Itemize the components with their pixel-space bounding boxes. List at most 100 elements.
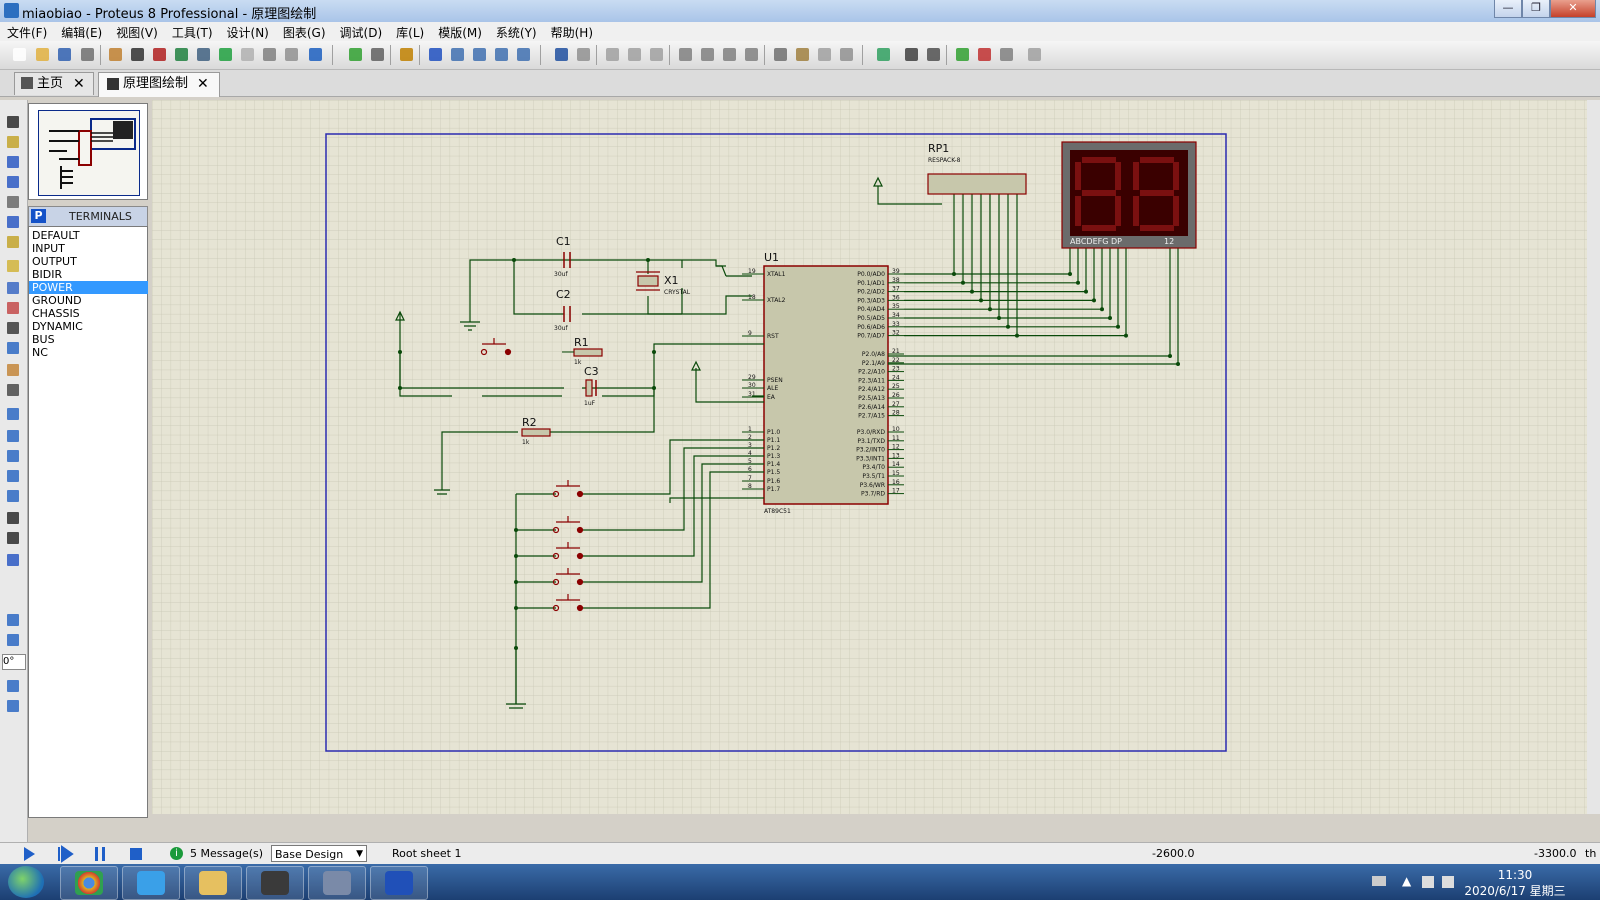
terminal-power[interactable]: POWER <box>29 281 148 294</box>
import-icon[interactable] <box>78 45 97 64</box>
subcircuit-mode-icon[interactable] <box>5 234 22 250</box>
packaging-tool-icon[interactable] <box>815 45 834 64</box>
terminal-ground[interactable]: GROUND <box>32 294 82 307</box>
help-icon[interactable] <box>306 45 325 64</box>
volume-icon[interactable] <box>1422 876 1434 888</box>
keyboard-icon[interactable] <box>1372 876 1386 886</box>
menu-library[interactable]: 库(L) <box>396 26 425 40</box>
open-folder-icon[interactable] <box>33 45 52 64</box>
minimize-button[interactable]: — <box>1494 0 1522 18</box>
play-button[interactable] <box>20 845 38 863</box>
clock[interactable]: 11:30 2020/6/17 星期三 <box>1460 867 1570 899</box>
symbol-mode-icon[interactable] <box>5 530 22 546</box>
property-assignment-icon[interactable] <box>924 45 943 64</box>
origin-icon[interactable] <box>397 45 416 64</box>
bus-mode-icon[interactable] <box>5 214 22 230</box>
terminal-bus[interactable]: BUS <box>32 333 55 346</box>
stop-button[interactable] <box>127 845 145 863</box>
circle-mode-icon[interactable] <box>5 448 22 464</box>
save-icon[interactable] <box>55 45 74 64</box>
gerber-icon[interactable] <box>172 45 191 64</box>
mirror-x-icon[interactable] <box>5 678 22 694</box>
exit-to-parent-icon[interactable] <box>997 45 1016 64</box>
bom-icon[interactable] <box>216 45 235 64</box>
start-button[interactable] <box>8 866 44 898</box>
design-variant-select[interactable]: Base Design ▼ <box>271 845 367 862</box>
wire-label-mode-icon[interactable] <box>5 174 22 190</box>
component-mode-icon[interactable] <box>5 134 22 150</box>
refresh-icon[interactable] <box>346 45 365 64</box>
undo-icon[interactable] <box>552 45 571 64</box>
virtual-instruments-icon[interactable] <box>5 382 22 398</box>
taskbar-proteus[interactable] <box>308 866 366 900</box>
step-button[interactable] <box>56 845 74 863</box>
make-device-icon[interactable] <box>793 45 812 64</box>
voltage-probe-icon[interactable] <box>5 362 22 378</box>
taskbar-chrome[interactable] <box>60 866 118 900</box>
tab-schematic[interactable]: 原理图绘制 ✕ <box>98 72 220 97</box>
zoom-in-icon[interactable] <box>448 45 467 64</box>
new-file-icon[interactable] <box>10 45 29 64</box>
remove-sheet-icon[interactable] <box>975 45 994 64</box>
design-explorer-icon[interactable] <box>238 45 257 64</box>
home-icon[interactable] <box>106 45 125 64</box>
cut-icon[interactable] <box>603 45 622 64</box>
terminals-mode-icon[interactable] <box>5 258 22 274</box>
taskbar-keil[interactable] <box>370 866 428 900</box>
line-mode-icon[interactable] <box>5 406 22 422</box>
netlist-icon[interactable] <box>1025 45 1044 64</box>
path-mode-icon[interactable] <box>5 488 22 504</box>
rotate-clockwise-icon[interactable] <box>5 612 22 628</box>
vertical-scrollbar[interactable] <box>1587 100 1600 814</box>
pick-button[interactable]: P <box>31 209 46 223</box>
terminal-output[interactable]: OUTPUT <box>32 255 77 268</box>
menu-system[interactable]: 系统(Y) <box>495 26 537 40</box>
3d-view-icon[interactable] <box>194 45 213 64</box>
taskbar-media[interactable] <box>246 866 304 900</box>
block-delete-icon[interactable] <box>742 45 761 64</box>
maximize-button[interactable]: ❐ <box>1522 0 1550 18</box>
menu-debug[interactable]: 调试(D) <box>339 26 383 40</box>
taskbar-ie[interactable] <box>122 866 180 900</box>
terminal-bidir[interactable]: BIDIR <box>32 268 63 281</box>
notes-icon[interactable] <box>260 45 279 64</box>
zoom-all-icon[interactable] <box>492 45 511 64</box>
rotate-anticlockwise-icon[interactable] <box>5 632 22 648</box>
text-script-mode-icon[interactable] <box>5 194 22 210</box>
grid-icon[interactable] <box>368 45 387 64</box>
pcb-layout-icon[interactable] <box>150 45 169 64</box>
menu-tools[interactable]: 工具(T) <box>171 26 213 40</box>
overview-window[interactable] <box>28 103 148 200</box>
graph-mode-icon[interactable] <box>5 300 22 316</box>
decompose-icon[interactable] <box>837 45 856 64</box>
tape-recorder-mode-icon[interactable] <box>5 320 22 336</box>
mirror-y-icon[interactable] <box>5 698 22 714</box>
terminal-chassis[interactable]: CHASSIS <box>32 307 80 320</box>
pick-device-icon[interactable] <box>771 45 790 64</box>
block-copy-icon[interactable] <box>676 45 695 64</box>
junction-mode-icon[interactable] <box>5 154 22 170</box>
box-mode-icon[interactable] <box>5 428 22 444</box>
messages-count[interactable]: 5 Message(s) <box>190 847 264 860</box>
device-pins-mode-icon[interactable] <box>5 280 22 296</box>
schematic-icon[interactable] <box>128 45 147 64</box>
tab-home[interactable]: 主页 ✕ <box>14 72 94 95</box>
marker-mode-icon[interactable] <box>5 552 22 568</box>
menu-edit[interactable]: 编辑(E) <box>61 26 103 40</box>
close-icon[interactable]: ✕ <box>73 76 85 92</box>
zoom-out-icon[interactable] <box>470 45 489 64</box>
new-sheet-icon[interactable] <box>953 45 972 64</box>
block-rotate-icon[interactable] <box>720 45 739 64</box>
tray-expand-icon[interactable]: ▲ <box>1402 874 1412 888</box>
paste-icon[interactable] <box>647 45 666 64</box>
rotation-field[interactable]: 0° <box>2 654 26 670</box>
terminal-input[interactable]: INPUT <box>32 242 65 255</box>
terminal-dynamic[interactable]: DYNAMIC <box>32 320 83 333</box>
menu-template[interactable]: 模版(M) <box>438 26 482 40</box>
wire-autorouter-icon[interactable] <box>874 45 893 64</box>
menu-view[interactable]: 视图(V) <box>116 26 158 40</box>
terminal-default[interactable]: DEFAULT <box>32 229 80 242</box>
selection-mode-icon[interactable] <box>5 114 22 130</box>
zoom-area-icon[interactable] <box>514 45 533 64</box>
